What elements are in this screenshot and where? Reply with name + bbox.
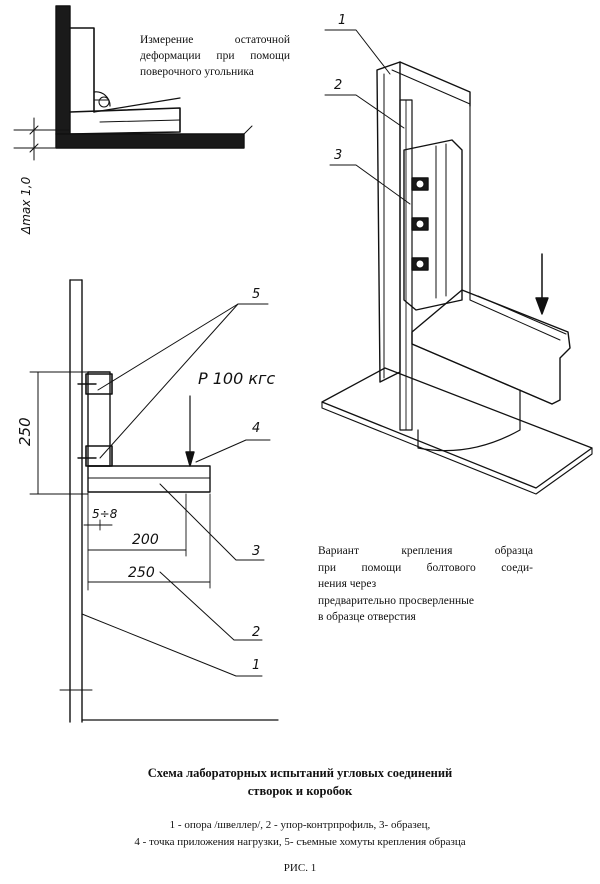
dim-5-8: 5÷8 (92, 507, 118, 521)
channel-support (376, 61, 401, 383)
caption-line: предварительно просверленные (318, 594, 474, 607)
bolt (411, 257, 429, 271)
bolt (411, 177, 429, 191)
legend-line: 1 - опора /швеллер/, 2 - упор-контрпрофи… (169, 819, 431, 831)
dim-tick (29, 125, 39, 135)
bolt-end (415, 259, 425, 269)
caption-bolt-mounting: Вариант крепления образца при помощи бол… (318, 543, 533, 626)
label-1: 1 (338, 13, 346, 28)
leader-4 (195, 439, 271, 463)
caption-line: нения через (318, 578, 377, 590)
label-2: 2 (334, 78, 342, 93)
vertical-profile (55, 5, 71, 135)
channel-flange (391, 69, 471, 107)
leader-1 (324, 29, 391, 75)
title-line: створок и коробок (247, 784, 353, 798)
sample-inner-edge (99, 119, 181, 123)
sample-vertical (69, 27, 95, 113)
leader-3 (159, 483, 265, 561)
legend-line: 4 - точка приложения нагрузки, 5- съемны… (134, 836, 466, 848)
side-view-test-scheme: 250 5÷8 200 250 P 100 кгс 5 4 3 2 1 (16, 279, 279, 723)
base-profile (55, 133, 245, 149)
delta-max-label: Δmax 1,0 (19, 176, 33, 235)
label-1: 1 (252, 658, 260, 673)
sample-groove (469, 299, 561, 341)
square-pivot (98, 96, 110, 108)
base-plate (321, 367, 593, 489)
leader-2 (159, 571, 263, 641)
sample-horizontal-side (87, 465, 211, 493)
deformed-line (93, 97, 181, 113)
support-block (417, 389, 521, 452)
dim-200: 200 (132, 532, 159, 548)
square-arc (93, 91, 111, 107)
base-plate-thickness (321, 401, 593, 495)
caption-line: при помощи болтового соеди- (318, 561, 533, 574)
caption-measurement: Измерение остаточной деформации при помо… (140, 34, 290, 78)
sample-groove (477, 295, 567, 335)
bolt-end (415, 219, 425, 229)
legend: 1 - опора /швеллер/, 2 - упор-контрпрофи… (0, 817, 600, 851)
caption-line: в образце отверстия (318, 611, 416, 623)
label-3: 3 (252, 544, 260, 559)
load-arrow-head (185, 451, 195, 467)
load-label: P 100 кгс (198, 369, 275, 388)
figure-label: РИС. 1 (283, 862, 317, 874)
title-line: Схема лабораторных испытаний угловых сое… (147, 766, 453, 780)
bolt (411, 217, 429, 231)
load-arrow-head (535, 297, 549, 315)
channel-top (399, 61, 471, 107)
label-4: 4 (252, 421, 260, 436)
caption-line: Вариант крепления образца (318, 545, 533, 557)
diagram-title: Схема лабораторных испытаний угловых сое… (0, 764, 600, 800)
sample-vertical-side (87, 371, 111, 467)
label-3: 3 (334, 148, 342, 163)
dim-250-vertical: 250 (16, 417, 34, 446)
leader-1 (81, 613, 263, 677)
sample-bottom-edge (411, 343, 553, 405)
deformation-measurement-sketch: Δmax 1,0 (13, 5, 253, 235)
base-break (243, 125, 253, 135)
isometric-mounting-view: 1 2 3 (321, 13, 593, 495)
leader-3 (329, 164, 411, 205)
label-5: 5 (252, 287, 260, 302)
dim-250-horizontal: 250 (128, 565, 155, 581)
dim-tick (29, 143, 39, 153)
bolt-end (415, 179, 425, 189)
sample-vertical-part (403, 139, 463, 311)
label-2: 2 (252, 625, 260, 640)
leader-2 (324, 94, 405, 129)
leader-5 (99, 303, 239, 459)
